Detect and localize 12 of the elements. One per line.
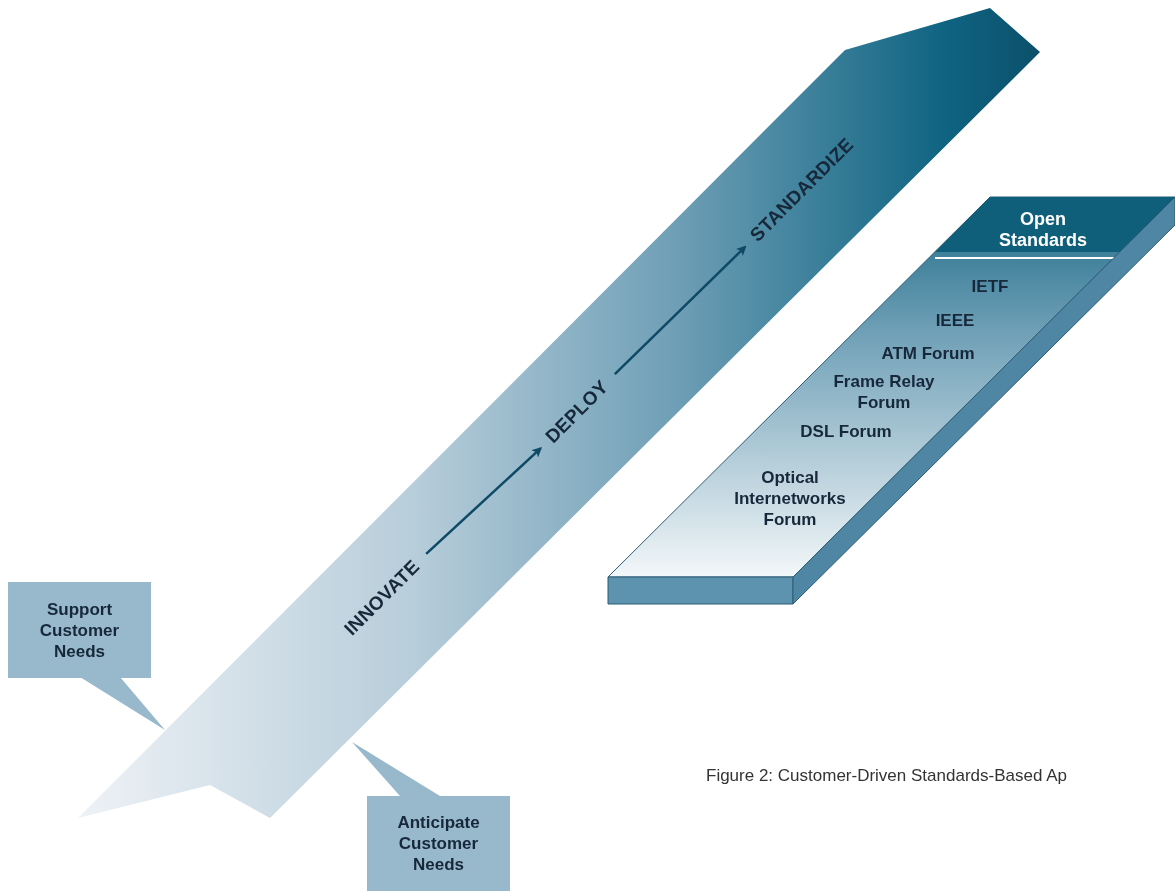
slab-heading: Open Standards: [998, 209, 1088, 251]
callout-pointer: [352, 742, 440, 796]
standards-body-name: Frame Relay Forum: [832, 371, 936, 413]
standards-body-name: IEEE: [934, 309, 976, 331]
standards-body-name: ATM Forum: [880, 342, 976, 364]
standards-body-name: IETF: [970, 275, 1010, 297]
arrow: [613, 245, 747, 376]
arrow: [425, 447, 543, 555]
figure-caption: Figure 2: Customer-Driven Standards-Based Ap: [706, 766, 1067, 786]
callout-pointer: [80, 677, 165, 730]
standards-body-name: Optical Internetworks Forum: [733, 466, 847, 530]
standards-body-name: DSL Forum: [799, 420, 893, 442]
